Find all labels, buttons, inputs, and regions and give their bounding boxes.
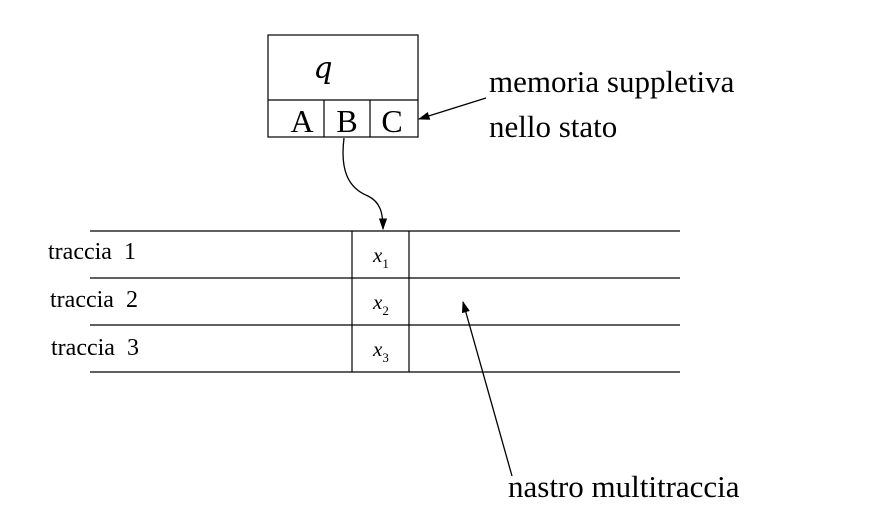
state-label: q [313, 51, 332, 86]
track-2-subscript: 2 [382, 303, 389, 318]
finite-control-box: q A B C [267, 34, 419, 139]
track-label-3: traccia 3 [51, 335, 139, 361]
multitrack-tape: traccia 1 traccia 2 traccia 3 x1 x2 x3 [48, 230, 680, 373]
track-1-symbol: x1 [372, 243, 389, 271]
state-box-frame [267, 34, 419, 138]
tape-pointer-arrow [461, 300, 513, 477]
track-3-subscript: 3 [382, 350, 389, 365]
track-1-subscript: 1 [382, 256, 389, 271]
memory-cell-c: C [381, 103, 402, 139]
memory-label-line-1: memoria suppletiva [489, 64, 735, 99]
head-arrow [342, 137, 388, 231]
track-label-2: traccia 2 [50, 287, 138, 313]
tape-label: nastro multitraccia [508, 469, 740, 504]
memory-cell-a: A [290, 103, 313, 139]
track-2-symbol: x2 [372, 290, 389, 318]
memory-pointer-arrow [417, 97, 487, 120]
memory-label-line-2: nello stato [489, 109, 617, 144]
memory-cell-b: B [336, 103, 357, 139]
track-label-1: traccia 1 [48, 239, 136, 265]
track-3-symbol: x3 [372, 337, 389, 365]
